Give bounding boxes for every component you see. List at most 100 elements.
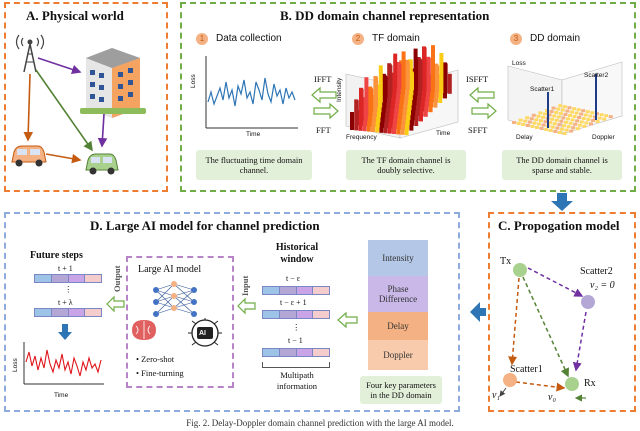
dd-floor-cell [512, 121, 516, 124]
dd-floor-cell [556, 115, 561, 119]
dd-floor-cell [577, 123, 582, 127]
dd-floor-cell [544, 128, 549, 131]
params-stack: Intensity Phase Difference Delay Doppler [368, 240, 428, 370]
input-arrow-icon [237, 297, 256, 315]
panel-propagation-model: C. Propogation model [488, 212, 636, 412]
t-minus-eps-plus-1-label: t − ε + 1 [280, 298, 307, 307]
plot3-annot-scatter1: Scatter1 [530, 86, 555, 93]
prediction-plot-ylabel: Loss [12, 358, 19, 372]
step-2-caption: The TF domain channel is doubly selectiv… [346, 150, 466, 180]
dd-floor-cell [575, 119, 580, 123]
history-token-3 [262, 348, 330, 357]
dd-floor-cell [579, 120, 584, 124]
dd-floor-cell [560, 108, 565, 112]
dd-floor-cell [574, 111, 579, 115]
plot3-xlabel-doppler: Doppler [592, 134, 615, 141]
dd-floor-cell [530, 125, 535, 128]
dd-floor-cell [550, 117, 555, 121]
scatter1-label: Scatter1 [510, 364, 543, 375]
dd-floor-cell [558, 131, 562, 134]
t-plus-lambda-label: t + λ [58, 298, 73, 307]
tf-bar [374, 77, 378, 107]
history-token-2 [262, 310, 330, 319]
scatter2-node [581, 295, 595, 309]
dd-floor-cell [539, 119, 543, 123]
dd-floor-cell [521, 123, 526, 126]
bullet-fine-turning-text: Fine-turning [141, 368, 184, 378]
prediction-plot [23, 342, 104, 385]
fft-label: FFT [316, 125, 331, 135]
historical-window-title: Historical window [262, 242, 332, 266]
dd-floor-cell [582, 124, 587, 128]
v1-label: v₁ [492, 390, 500, 401]
t-minus-1-label: t − 1 [288, 336, 303, 345]
dd-floor-cell [575, 127, 580, 131]
dd-floor-cell [590, 111, 595, 115]
dd-floor-cell [529, 117, 534, 121]
input-label: Input [240, 275, 250, 296]
future-token-2 [34, 308, 102, 317]
dd-floor-cell [566, 117, 570, 121]
history-token-1 [262, 286, 330, 295]
dd-floor-cell [561, 116, 566, 120]
panel-physical-world: A. Physical world [4, 2, 168, 192]
dd-floor-cell [573, 122, 578, 126]
dd-floor-cell [560, 127, 564, 131]
rx-node [565, 377, 579, 391]
dd-floor-cell [581, 109, 586, 113]
isfft-sfft-arrows [469, 86, 497, 120]
historical-window-text: Historical window [275, 242, 319, 265]
car-right-icon [85, 153, 119, 175]
dd-floor-cell [570, 118, 575, 122]
dd-floor-cell [537, 122, 541, 126]
dd-floor-cell [543, 120, 548, 124]
arrow-b-to-c [551, 193, 573, 211]
multipath-bracket [262, 362, 330, 368]
tf-bar [418, 60, 423, 91]
tf-bar [447, 73, 452, 94]
tf-bar [401, 51, 406, 90]
antenna-tower-icon [15, 34, 45, 73]
dd-floor-cell [608, 115, 613, 119]
tf-bar [378, 65, 383, 103]
dd-floor-cell [543, 112, 547, 116]
panel-dd-domain: B. DD domain channel representation [180, 2, 636, 192]
step-3-caption: The DD domain channel is sparse and stab… [502, 150, 622, 180]
tf-bar [359, 88, 364, 121]
plot2-xlabel-frequency: Frequency [346, 134, 377, 141]
neural-network-icon [153, 281, 197, 317]
dd-floor-cell [525, 116, 530, 120]
dd-floor-cell [541, 123, 546, 127]
tf-bar [354, 100, 359, 126]
dd-floor-cell [566, 125, 571, 129]
ifft-label: IFFT [314, 74, 332, 84]
tf-domain-plot [345, 45, 459, 139]
tf-bar [369, 88, 374, 112]
dd-domain-plot [507, 61, 623, 135]
dd-floor-cell [525, 124, 530, 127]
dd-floor-cell [572, 115, 577, 118]
output-label: Output [112, 265, 122, 292]
panel-d-title: D. Large AI model for channel prediction [90, 218, 320, 233]
tf-bar [364, 77, 369, 117]
panel-c-title: C. Propogation model [498, 218, 620, 233]
param-phase-difference: Phase Difference [368, 276, 428, 312]
panel-large-ai-model: D. Large AI model for channel prediction [4, 212, 460, 412]
output-arrow-icon [106, 295, 125, 313]
dd-floor-cell [532, 121, 537, 125]
dd-floor-cell [581, 117, 586, 120]
down-arrow-icon [58, 324, 72, 340]
dd-floor-cell [527, 120, 532, 124]
dd-floor-cell [548, 121, 553, 125]
dd-floor-cell [589, 122, 593, 126]
sfft-label: SFFT [468, 125, 488, 135]
v0-label: v₀ [548, 392, 556, 403]
brain-icon [132, 320, 156, 340]
dd-floor-cell [551, 106, 556, 110]
dd-floor-cell [568, 114, 572, 117]
dd-floor-cell [562, 132, 567, 135]
tf-bar [435, 65, 440, 93]
future-ellipsis: ⋮ [64, 284, 73, 294]
params-caption: Four key parameters in the DD domain [360, 376, 442, 404]
